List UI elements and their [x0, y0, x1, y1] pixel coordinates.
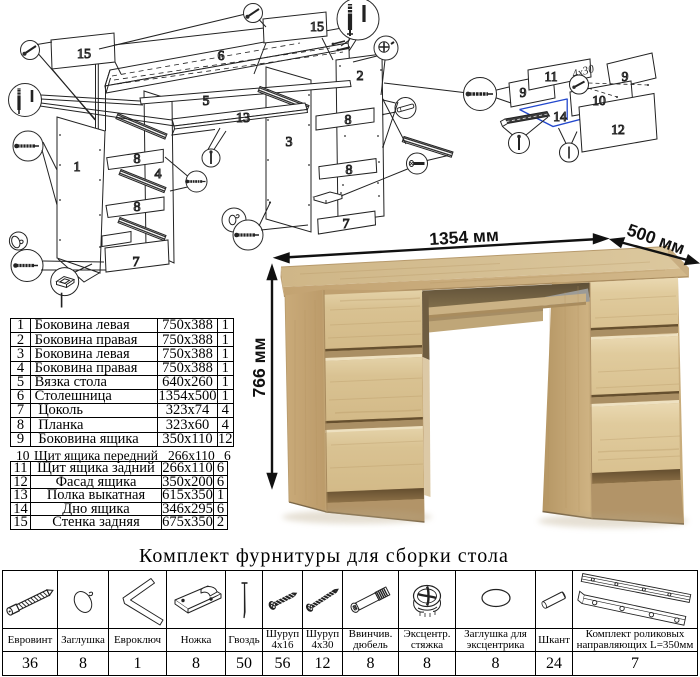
svg-text:4: 4	[155, 167, 162, 182]
svg-text:5: 5	[203, 94, 210, 109]
svg-text:7: 7	[343, 217, 350, 232]
svg-text:1: 1	[74, 160, 81, 175]
svg-text:8: 8	[345, 113, 352, 128]
svg-text:7: 7	[133, 255, 140, 270]
svg-text:766 мм: 766 мм	[249, 338, 269, 398]
svg-text:15: 15	[77, 47, 91, 62]
svg-text:13: 13	[236, 111, 250, 126]
svg-text:10: 10	[592, 93, 606, 108]
svg-text:8: 8	[346, 163, 353, 178]
svg-text:15: 15	[310, 20, 324, 35]
svg-text:1354 мм: 1354 мм	[429, 225, 500, 249]
svg-text:12: 12	[611, 122, 625, 137]
svg-text:11: 11	[545, 69, 558, 84]
svg-text:3: 3	[286, 135, 293, 150]
svg-text:8: 8	[134, 152, 141, 167]
svg-text:6: 6	[218, 49, 225, 64]
svg-text:9: 9	[622, 69, 629, 84]
svg-text:2: 2	[357, 69, 364, 84]
svg-text:8: 8	[134, 200, 141, 215]
svg-text:9: 9	[520, 85, 527, 100]
svg-text:14: 14	[553, 109, 567, 124]
